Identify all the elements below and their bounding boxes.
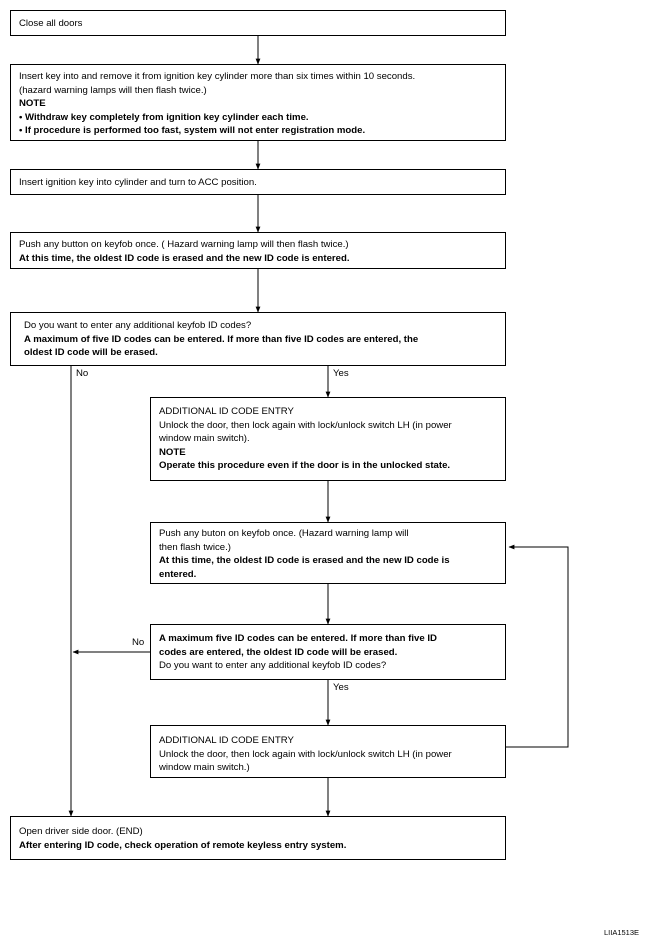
question-first-line2: A maximum of five ID codes can be entere… [24, 333, 419, 345]
branch-label-yes: Yes [333, 368, 349, 379]
step-push-button-second: Push any buton on keyfob once. (Hazard w… [150, 522, 506, 584]
acc-text: Insert ignition key into cylinder and tu… [19, 177, 257, 188]
question-second-line1: A maximum five ID codes can be entered. … [159, 633, 437, 644]
step-additional-entry-1: ADDITIONAL ID CODE ENTRY Unlock the door… [150, 397, 506, 481]
step-insert-remove-key: Insert key into and remove it from ignit… [10, 64, 506, 141]
decision-max-five-codes: A maximum five ID codes can be entered. … [150, 624, 506, 680]
end-line2: After entering ID code, check operation … [19, 839, 347, 851]
step-additional-entry-2: ADDITIONAL ID CODE ENTRY Unlock the door… [150, 725, 506, 778]
end-line1: Open driver side door. (END) [19, 826, 143, 837]
additional2-line3: window main switch.) [159, 762, 250, 774]
question-first-line1: Do you want to enter any additional keyf… [24, 320, 252, 331]
additional1-note: Operate this procedure even if the door … [159, 460, 451, 472]
push-second-line2: then flash twice.) [159, 541, 231, 553]
additional2-line2: Unlock the door, then lock again with lo… [159, 748, 452, 760]
note-label: NOTE [19, 98, 46, 110]
additional1-line1: ADDITIONAL ID CODE ENTRY [159, 406, 294, 417]
loop-back-line [506, 544, 569, 748]
question-first-line3: oldest ID code will be erased. [24, 347, 158, 359]
additional1-note-label: NOTE [159, 446, 186, 458]
additional1-line2: Unlock the door, then lock again with lo… [159, 419, 452, 431]
push-second-line1: Push any buton on keyfob once. (Hazard w… [159, 528, 409, 539]
additional1-line3: window main switch). [159, 433, 250, 445]
branch-label-no-2: No [132, 637, 145, 648]
push-second-line3: At this time, the oldest ID code is eras… [159, 555, 450, 567]
question-second-line3: Do you want to enter any additional keyf… [159, 660, 387, 672]
decision-additional-codes: Do you want to enter any additional keyf… [10, 312, 506, 366]
close-doors-text: Close all doors [19, 18, 83, 29]
insert-remove-line2: (hazard warning lamps will then flash tw… [19, 84, 207, 96]
push-second-line4: entered. [159, 568, 197, 580]
insert-remove-line1: Insert key into and remove it from ignit… [19, 71, 416, 82]
note-line1: • Withdraw key completely from ignition … [19, 111, 309, 123]
step-end: Open driver side door. (END) After enter… [10, 816, 506, 860]
additional2-line1: ADDITIONAL ID CODE ENTRY [159, 735, 294, 746]
question-second-line2: codes are entered, the oldest ID code wi… [159, 646, 398, 658]
branch-label-yes-2: Yes [333, 682, 349, 693]
branch-label-no: No [76, 368, 89, 379]
step-push-button-first: Push any button on keyfob once. ( Hazard… [10, 232, 506, 269]
push-first-line2: At this time, the oldest ID code is eras… [19, 252, 350, 264]
step-turn-to-acc: Insert ignition key into cylinder and tu… [10, 169, 506, 195]
push-first-line1: Push any button on keyfob once. ( Hazard… [19, 239, 349, 250]
step-close-doors: Close all doors [10, 10, 506, 36]
note-line2: • If procedure is performed too fast, sy… [19, 125, 366, 137]
figure-code: LIIA1513E [604, 928, 640, 937]
